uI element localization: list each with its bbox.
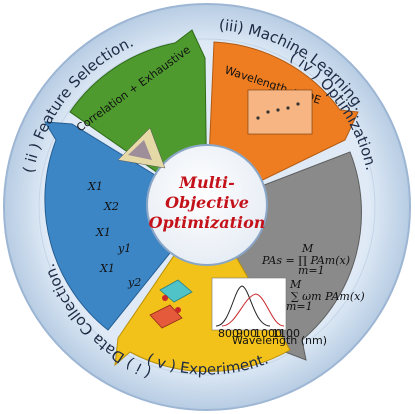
data-matrix: X1 X2 X1 y1 X1 y2 [87,180,141,289]
segment-experiment [114,206,291,373]
data-symbol-4: y1 [117,242,131,255]
data-symbol-2: X2 [103,200,119,213]
center-title-line-3: Optimization [149,213,266,232]
pamo-lower-limit: m=1 [286,300,313,313]
center-circle [146,144,268,266]
spectrum-tick-900: 900 [236,327,257,340]
inner-ring-edge [38,38,376,376]
data-symbol-5: X1 [99,262,115,275]
segment-data-collection [44,121,208,331]
pas-lower-limit: m=1 [298,264,325,277]
center-title-line-1: Multi- [178,173,235,192]
correlation-matrix-thumbnail [117,127,166,169]
spectrum-tick-1100: 1100 [272,327,300,340]
crystal-structure-icon [149,279,193,329]
center-title-line-2: Objective [165,193,249,212]
data-symbol-3: X1 [95,226,111,239]
spectrum-plot: 800 900 1000 1100 Wavelength (nm) [211,277,327,347]
spectrum-axis-label: Wavelength (nm) [232,334,327,347]
data-symbol-6: y2 [127,276,141,289]
spectrum-tick-1000: 1000 [254,327,282,340]
data-symbol-1: X1 [87,180,103,193]
pas-upper-limit: M [301,242,314,255]
pas-formula: PAs = ∏ PAm(x) [261,254,350,267]
ml-scatter-thumbnail [247,89,313,135]
pamo-upper-limit: M [289,278,302,291]
spectrum-tick-800: 800 [218,327,239,340]
